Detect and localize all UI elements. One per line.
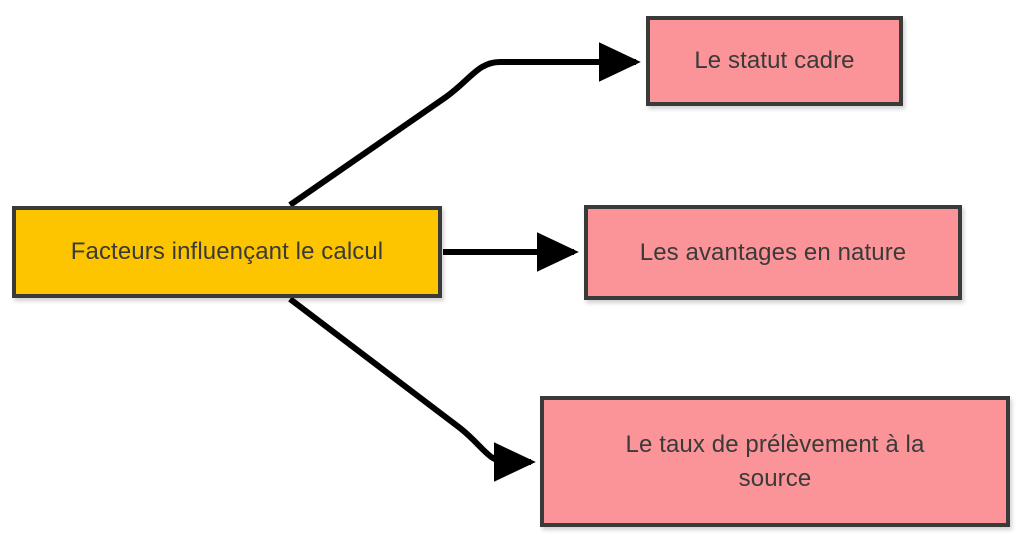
node-facteurs-influencant-le-calcul[interactable]: Facteurs influençant le calcul <box>12 206 442 298</box>
node-label: Le statut cadre <box>694 47 855 74</box>
connector-root-to-taux-prelevement <box>288 296 536 482</box>
node-label: Les avantages en nature <box>639 238 907 266</box>
node-le-taux-de-prelevement-a-la-source[interactable]: Le taux de prélèvement à la source <box>540 396 1010 527</box>
node-les-avantages-en-nature[interactable]: Les avantages en nature <box>584 205 962 300</box>
node-le-statut-cadre[interactable]: Le statut cadre <box>646 16 903 106</box>
node-label: Le taux de prélèvement à la source <box>625 430 925 492</box>
node-label: Facteurs influençant le calcul <box>70 238 384 265</box>
connector-root-to-statut-cadre <box>288 42 641 208</box>
